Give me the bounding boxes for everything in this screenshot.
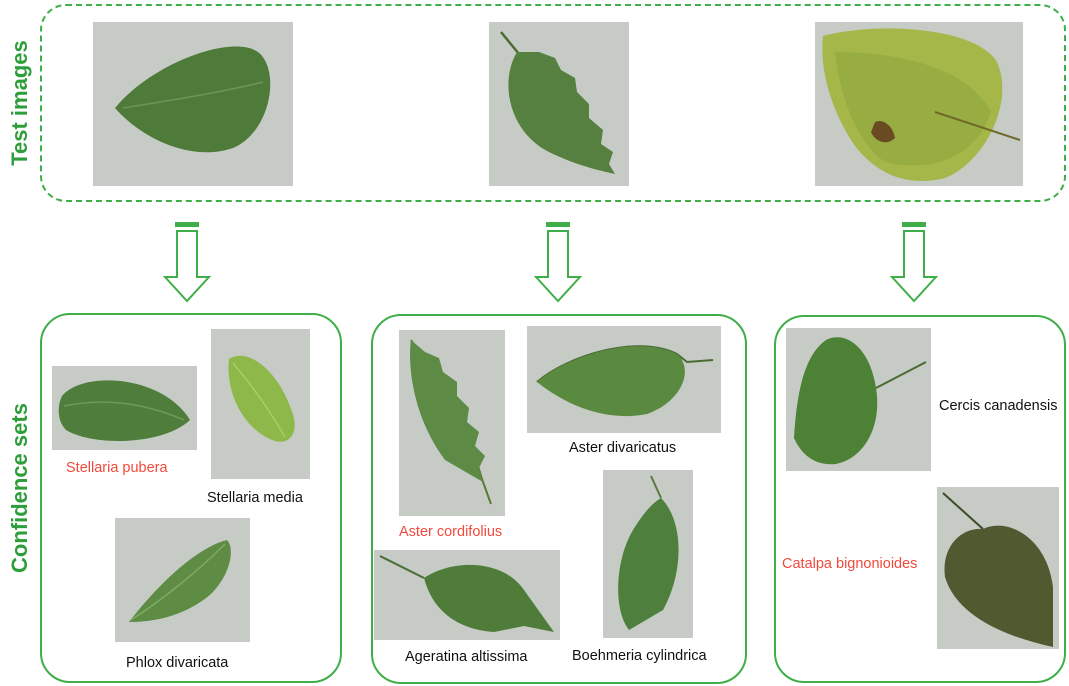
species-photo-aster-cordifolius	[399, 330, 505, 516]
species-photo-stellaria-pubera	[52, 366, 197, 450]
test-image-1	[93, 22, 293, 186]
species-label-stellaria-pubera: Stellaria pubera	[66, 460, 168, 476]
species-label-cercis-canadensis: Cercis canadensis	[939, 398, 1057, 414]
down-arrow-icon	[534, 221, 582, 305]
test-images-label: Test images	[7, 38, 33, 168]
species-photo-stellaria-media	[211, 329, 310, 479]
test-image-2	[489, 22, 629, 186]
species-label-phlox-divaricata: Phlox divaricata	[126, 655, 228, 671]
species-photo-ageratina-altissima	[374, 550, 560, 640]
down-arrow-icon	[163, 221, 211, 305]
down-arrow-icon	[890, 221, 938, 305]
confidence-sets-label: Confidence sets	[7, 423, 33, 573]
species-label-stellaria-media: Stellaria media	[207, 490, 303, 506]
test-image-3	[815, 22, 1023, 186]
species-label-boehmeria-cylindrica: Boehmeria cylindrica	[572, 648, 707, 664]
species-photo-cercis-canadensis	[786, 328, 931, 471]
species-label-aster-cordifolius: Aster cordifolius	[399, 524, 502, 540]
species-label-aster-divaricatus: Aster divaricatus	[569, 440, 676, 456]
species-label-catalpa-bignonioides: Catalpa bignonioides	[782, 556, 917, 572]
species-photo-aster-divaricatus	[527, 326, 721, 433]
species-label-ageratina-altissima: Ageratina altissima	[405, 649, 528, 665]
species-photo-phlox-divaricata	[115, 518, 250, 642]
species-photo-boehmeria-cylindrica	[603, 470, 693, 638]
species-photo-catalpa-bignonioides	[937, 487, 1059, 649]
